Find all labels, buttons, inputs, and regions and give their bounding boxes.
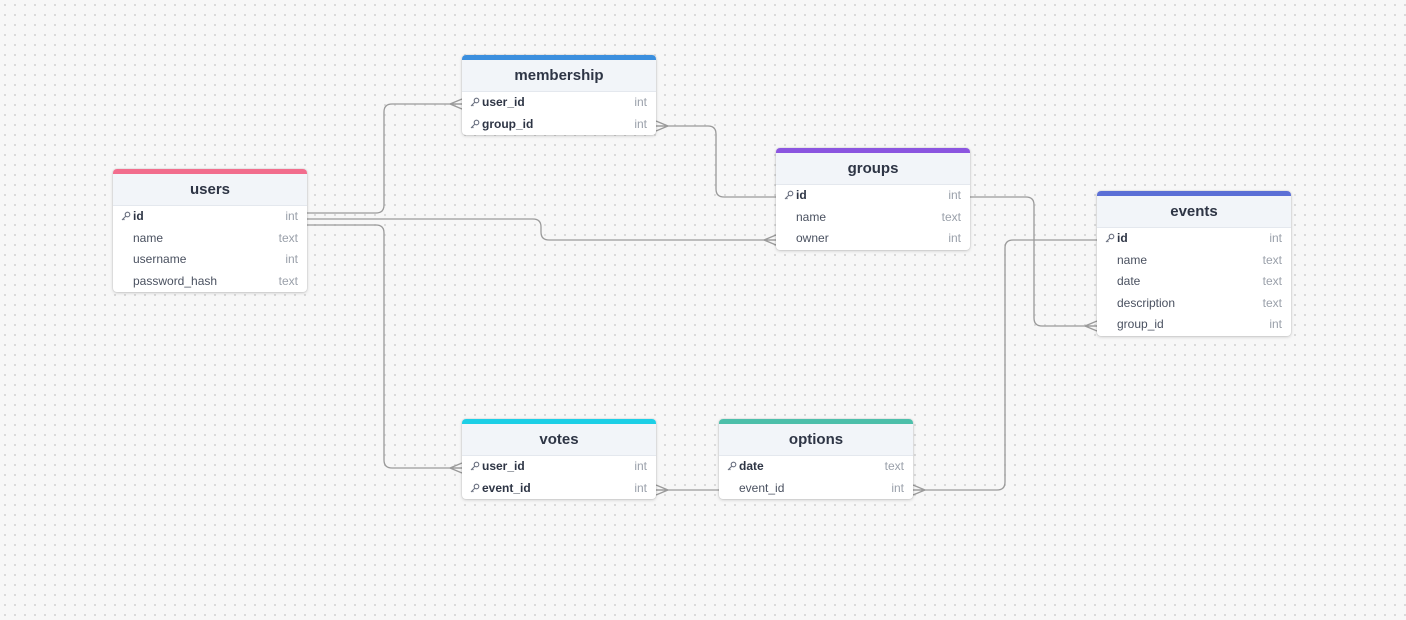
field-name: password_hash [133, 273, 218, 288]
crows-foot-many-marker [655, 120, 669, 132]
field-row-group-id[interactable]: group_id int [1097, 314, 1291, 336]
table-title[interactable]: membership [462, 60, 656, 92]
table-title[interactable]: users [113, 174, 307, 206]
field-row-password-hash[interactable]: password_hash text [113, 271, 307, 293]
field-name: owner [796, 231, 829, 245]
table-title[interactable]: options [719, 424, 913, 456]
field-row-id[interactable]: id int [776, 185, 970, 207]
field-row-id[interactable]: id int [1097, 228, 1291, 250]
key-icon [470, 483, 480, 492]
key-icon [470, 461, 480, 471]
field-type: int [285, 252, 298, 266]
table-groups[interactable]: groups id int name text owner int [776, 148, 970, 250]
field-type: text [1262, 252, 1282, 267]
field-type: text [278, 230, 298, 245]
key-icon [470, 97, 480, 107]
field-type: int [285, 209, 298, 223]
field-name: event_id [739, 480, 785, 495]
field-type: text [941, 209, 961, 224]
field-name: user_id [482, 95, 525, 109]
crows-foot-many-marker [912, 484, 926, 496]
table-events[interactable]: events id int name text date text description te… [1097, 191, 1291, 336]
relationship-line[interactable] [970, 196, 1097, 327]
key-icon [121, 211, 131, 221]
field-type: int [634, 459, 647, 473]
field-row-name[interactable]: name text [1097, 250, 1291, 272]
field-type: int [948, 188, 961, 202]
field-name: group_id [1117, 317, 1164, 331]
field-name: event_id [482, 480, 531, 495]
crows-foot-many-marker [655, 484, 669, 496]
field-type: int [891, 480, 904, 495]
field-row-date[interactable]: date text [719, 456, 913, 478]
key-icon [727, 461, 737, 471]
table-options[interactable]: options date text event_id int [719, 419, 913, 499]
field-name: name [1117, 252, 1148, 267]
field-name: name [133, 230, 164, 245]
field-name: name [796, 209, 827, 224]
field-row-id[interactable]: id int [113, 206, 307, 228]
crows-foot-many-marker [1084, 320, 1098, 332]
key-icon [784, 190, 794, 200]
field-type: text [1262, 274, 1282, 288]
field-type: int [948, 231, 961, 245]
field-type: int [1269, 231, 1282, 245]
relationship-line[interactable] [307, 224, 462, 469]
table-accent-bar [1097, 191, 1291, 196]
field-type: int [634, 480, 647, 495]
crows-foot-many-marker [449, 462, 463, 474]
relationship-line[interactable] [307, 103, 462, 214]
table-title[interactable]: groups [776, 153, 970, 185]
field-row-name[interactable]: name text [776, 207, 970, 229]
key-icon [1105, 233, 1115, 243]
field-type: int [634, 116, 647, 131]
field-row-owner[interactable]: owner int [776, 228, 970, 250]
table-accent-bar [462, 419, 656, 424]
field-row-description[interactable]: description text [1097, 293, 1291, 315]
table-title[interactable]: events [1097, 196, 1291, 228]
crows-foot-many-marker [763, 234, 777, 246]
relationship-line[interactable] [656, 125, 776, 198]
field-row-event-id[interactable]: event_id int [719, 478, 913, 500]
field-row-event-id[interactable]: event_id int [462, 478, 656, 500]
field-row-group-id[interactable]: group_id int [462, 114, 656, 136]
field-row-user-id[interactable]: user_id int [462, 456, 656, 478]
field-type: text [1262, 295, 1282, 310]
field-name: date [1117, 274, 1141, 288]
field-name: description [1117, 295, 1176, 310]
table-accent-bar [113, 169, 307, 174]
field-name: group_id [482, 116, 534, 131]
field-name: id [796, 188, 807, 202]
field-row-name[interactable]: name text [113, 228, 307, 250]
crows-foot-many-marker [449, 98, 463, 110]
field-name: id [1117, 231, 1128, 245]
field-row-date[interactable]: date text [1097, 271, 1291, 293]
relationship-line[interactable] [913, 239, 1097, 491]
table-accent-bar [776, 148, 970, 153]
table-accent-bar [462, 55, 656, 60]
table-users[interactable]: users id int name text username int password_ha… [113, 169, 307, 292]
field-name: user_id [482, 459, 525, 473]
relationship-line[interactable] [307, 218, 776, 241]
key-icon [470, 119, 480, 128]
table-title[interactable]: votes [462, 424, 656, 456]
field-type: int [1269, 317, 1282, 331]
field-name: username [133, 252, 187, 266]
field-name: date [739, 459, 764, 473]
field-name: id [133, 209, 144, 223]
field-type: text [278, 273, 298, 288]
field-type: text [884, 459, 904, 473]
field-row-user-id[interactable]: user_id int [462, 92, 656, 114]
table-accent-bar [719, 419, 913, 424]
field-row-username[interactable]: username int [113, 249, 307, 271]
field-type: int [634, 95, 647, 109]
